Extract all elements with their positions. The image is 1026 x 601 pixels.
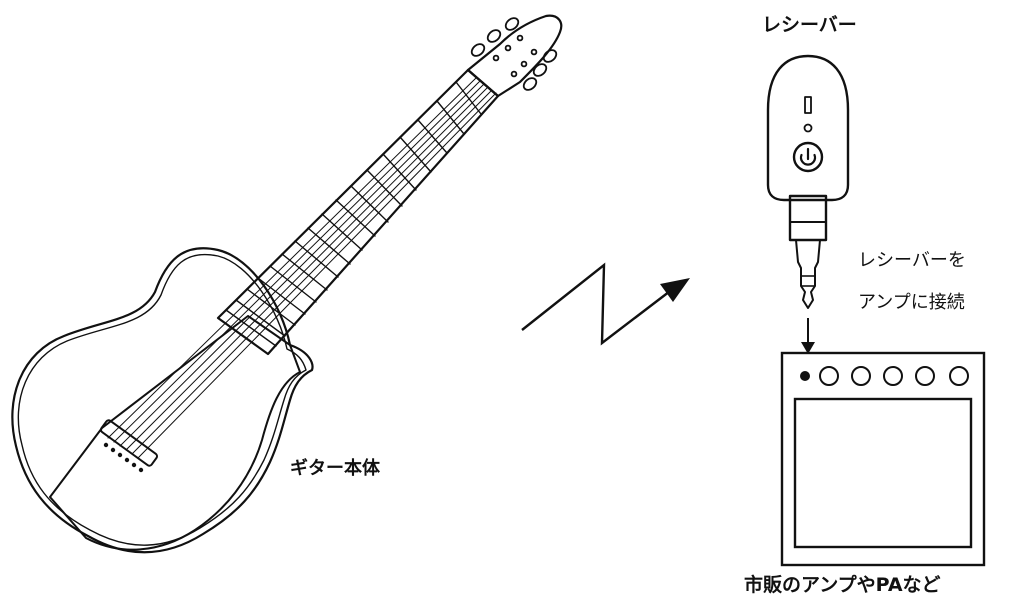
guitar-tuning-pegs <box>470 17 558 91</box>
receiver-dot <box>803 123 813 133</box>
amp-input-jack <box>800 371 810 381</box>
guitar-body-outline <box>11 247 314 554</box>
connection-arrow <box>801 318 815 354</box>
receiver-led <box>804 96 812 114</box>
amp-knobs <box>819 366 969 386</box>
receiver-jack <box>795 239 821 309</box>
guitar-strings <box>107 77 497 459</box>
receiver-illustration <box>766 54 850 309</box>
guitar-body-inner <box>17 253 307 546</box>
guitar-headstock <box>466 14 563 98</box>
wireless-signal-icon <box>521 262 690 346</box>
amp-label: 市販のアンプやPAなど <box>744 574 941 596</box>
receiver-label: レシーバー <box>762 14 857 36</box>
amp-cabinet <box>780 351 986 567</box>
power-icon <box>792 141 824 173</box>
instruction-line-1: レシーバーを <box>858 250 966 271</box>
guitar-bridge-pins <box>103 442 144 473</box>
receiver-body <box>766 54 850 202</box>
amp-illustration <box>780 351 986 567</box>
guitar-label: ギター本体 <box>290 458 380 479</box>
guitar-bridge <box>99 419 159 467</box>
amp-speaker-grill <box>793 397 973 549</box>
instruction-line-2: アンプに接続 <box>858 292 965 313</box>
guitar-neck <box>216 68 500 356</box>
receiver-plug-housing <box>788 194 828 242</box>
guitar-illustration <box>11 14 563 554</box>
guitar-pickguard <box>49 315 301 551</box>
